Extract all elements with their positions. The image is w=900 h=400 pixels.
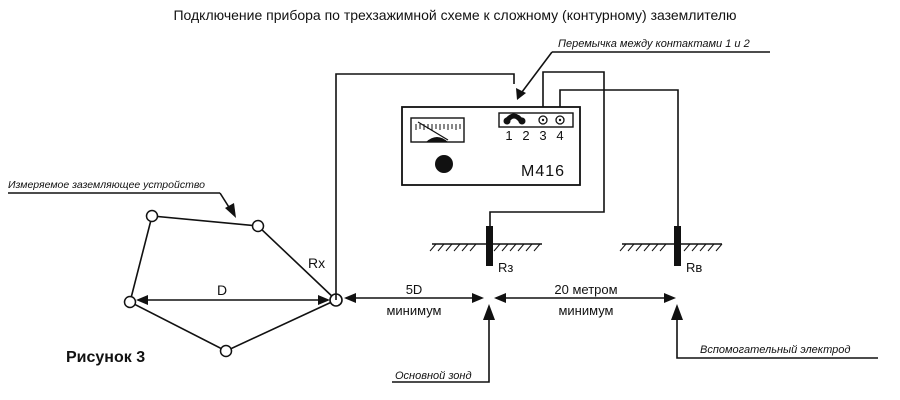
d-dimension: D — [136, 282, 330, 305]
distance-value: 20 метром — [554, 282, 617, 297]
wire-terminal-4 — [559, 89, 679, 228]
distance-note: минимум — [558, 303, 613, 318]
figure-label: Рисунок 3 — [66, 349, 145, 366]
rz-label: Rз — [498, 260, 513, 275]
wire-terminal-1 — [335, 73, 515, 300]
aux-electrode-callout: Вспомогательный электрод — [671, 304, 878, 359]
d-label: D — [217, 282, 227, 298]
arrow-up-icon — [671, 304, 683, 320]
rx-label: Rx — [308, 255, 325, 271]
arrow-left-icon — [136, 295, 148, 305]
arrow-right-icon — [318, 295, 330, 305]
jumper-label: Перемычка между контактами 1 и 2 — [558, 38, 750, 50]
arrow-right-icon — [472, 293, 484, 303]
arrow-up-icon — [483, 304, 495, 320]
jumper-callout: Перемычка между контактами 1 и 2 — [516, 38, 770, 100]
meter-pivot — [426, 137, 448, 142]
terminal-number: 3 — [539, 128, 546, 143]
distance-5d: 5D минимум — [344, 282, 484, 318]
contour-node — [219, 344, 233, 358]
grounding-device-callout: Измеряемое заземляющее устройство — [8, 179, 236, 218]
arrow-left-icon — [494, 293, 506, 303]
callout-leader — [521, 51, 553, 93]
meter-needle — [417, 121, 449, 141]
main-probe-callout: Основной зонд — [392, 304, 495, 383]
terminal-number: 1 — [505, 128, 512, 143]
terminal-number: 2 — [522, 128, 529, 143]
arrow-down-icon — [225, 203, 236, 218]
arrow-right-icon — [664, 293, 676, 303]
aux-electrode-label: Вспомогательный электрод — [700, 344, 850, 356]
contour-node — [145, 209, 159, 223]
device-model: М416 — [521, 163, 565, 180]
diagram-title: Подключение прибора по трехзажимной схем… — [173, 7, 736, 23]
callout-leader — [676, 318, 878, 359]
terminal-number: 4 — [556, 128, 563, 143]
main-probe-label: Основной зонд — [395, 370, 472, 382]
distance-20m: 20 метром минимум — [494, 282, 676, 318]
grounding-contour — [123, 209, 337, 358]
arrow-down-icon — [516, 88, 526, 100]
contour-node — [123, 295, 137, 309]
arrow-left-icon — [344, 293, 356, 303]
contour-node — [251, 219, 265, 233]
contour-outline — [129, 215, 337, 352]
rv-label: Rв — [686, 260, 702, 275]
grounding-device-label: Измеряемое заземляющее устройство — [8, 179, 205, 191]
distance-value: 5D — [406, 282, 423, 297]
main-probe-rod — [486, 226, 493, 266]
aux-electrode-rod — [674, 226, 681, 266]
wire-terminal-3 — [489, 71, 605, 228]
callout-leader — [392, 318, 490, 383]
device-m416: 1 2 3 4 М416 — [401, 106, 581, 186]
ground-surface-aux — [619, 243, 723, 252]
distance-note: минимум — [386, 303, 441, 318]
knob-icon — [435, 155, 453, 173]
